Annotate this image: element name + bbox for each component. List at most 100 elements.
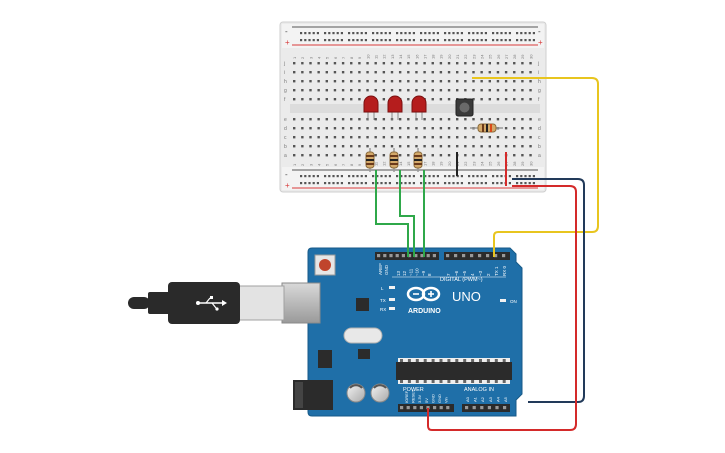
breadboard-hole[interactable] (407, 127, 410, 130)
rail-hole[interactable] (508, 32, 511, 35)
rail-hole[interactable] (300, 32, 303, 35)
breadboard-hole[interactable] (513, 62, 516, 65)
rail-hole[interactable] (376, 175, 379, 178)
rail-hole[interactable] (384, 39, 387, 42)
breadboard-hole[interactable] (374, 80, 377, 83)
header-hole[interactable] (480, 406, 484, 410)
rail-hole[interactable] (348, 32, 351, 35)
header-hole[interactable] (487, 406, 491, 410)
rail-hole[interactable] (384, 175, 387, 178)
green-wire-pin13[interactable] (375, 170, 409, 257)
breadboard-hole[interactable] (488, 71, 491, 74)
breadboard-hole[interactable] (301, 89, 304, 92)
rail-hole[interactable] (332, 175, 335, 178)
breadboard-hole[interactable] (366, 71, 369, 74)
breadboard-hole[interactable] (439, 62, 443, 65)
rail-hole[interactable] (372, 182, 375, 185)
pulldown-resistor[interactable] (470, 123, 503, 133)
rail-hole[interactable] (372, 32, 375, 35)
rail-hole[interactable] (316, 182, 319, 185)
rail-hole[interactable] (460, 175, 463, 178)
rail-hole[interactable] (404, 175, 407, 178)
rail-hole[interactable] (456, 32, 459, 35)
rail-hole[interactable] (492, 32, 495, 35)
rail-hole[interactable] (324, 32, 327, 35)
usb-cable[interactable] (128, 282, 321, 324)
breadboard-hole[interactable] (358, 80, 361, 83)
breadboard-hole[interactable] (472, 98, 475, 101)
rail-hole[interactable] (304, 32, 307, 35)
breadboard-hole[interactable] (390, 127, 394, 130)
breadboard-hole[interactable] (358, 136, 361, 139)
breadboard-hole[interactable] (447, 89, 451, 92)
breadboard-hole[interactable] (398, 118, 402, 121)
breadboard-hole[interactable] (358, 154, 361, 157)
breadboard-hole[interactable] (366, 89, 369, 92)
rail-hole[interactable] (528, 32, 531, 35)
breadboard-hole[interactable] (464, 136, 467, 139)
rail-hole[interactable] (336, 182, 339, 185)
breadboard-hole[interactable] (464, 118, 467, 121)
breadboard-hole[interactable] (496, 145, 500, 148)
breadboard-hole[interactable] (398, 127, 402, 130)
rail-hole[interactable] (484, 32, 487, 35)
breadboard-hole[interactable] (309, 145, 312, 148)
rail-hole[interactable] (532, 182, 535, 185)
rail-hole[interactable] (492, 182, 495, 185)
breadboard-hole[interactable] (325, 80, 328, 83)
breadboard-hole[interactable] (382, 145, 386, 148)
rail-hole[interactable] (380, 39, 383, 42)
breadboard-hole[interactable] (301, 127, 304, 130)
breadboard-hole[interactable] (398, 71, 402, 74)
rail-hole[interactable] (312, 39, 315, 42)
breadboard-hole[interactable] (439, 118, 443, 121)
rail-hole[interactable] (504, 39, 507, 42)
breadboard-hole[interactable] (325, 154, 328, 157)
breadboard-hole[interactable] (447, 80, 451, 83)
rail-hole[interactable] (516, 175, 519, 178)
rail-hole[interactable] (352, 39, 355, 42)
rail-hole[interactable] (376, 182, 379, 185)
rail-hole[interactable] (520, 182, 523, 185)
rail-hole[interactable] (456, 39, 459, 42)
breadboard-hole[interactable] (333, 154, 337, 157)
breadboard-hole[interactable] (431, 89, 434, 92)
breadboard-hole[interactable] (423, 136, 426, 139)
breadboard-hole[interactable] (480, 71, 483, 74)
breadboard-hole[interactable] (333, 127, 337, 130)
breadboard-hole[interactable] (439, 89, 443, 92)
breadboard-hole[interactable] (521, 80, 524, 83)
rail-hole[interactable] (400, 32, 403, 35)
rail-hole[interactable] (500, 32, 503, 35)
breadboard-hole[interactable] (431, 154, 434, 157)
rail-hole[interactable] (424, 175, 427, 178)
breadboard-hole[interactable] (333, 62, 337, 65)
breadboard-hole[interactable] (529, 71, 532, 74)
breadboard-hole[interactable] (529, 154, 532, 157)
breadboard-hole[interactable] (317, 62, 320, 65)
breadboard-hole[interactable] (464, 89, 467, 92)
breadboard-hole[interactable] (407, 62, 410, 65)
led-2[interactable] (387, 95, 403, 120)
breadboard-hole[interactable] (293, 136, 296, 139)
breadboard-hole[interactable] (504, 89, 508, 92)
breadboard-hole[interactable] (333, 145, 337, 148)
breadboard-hole[interactable] (504, 127, 508, 130)
breadboard-hole[interactable] (398, 89, 402, 92)
breadboard-hole[interactable] (496, 89, 500, 92)
breadboard-hole[interactable] (529, 80, 532, 83)
breadboard-hole[interactable] (390, 89, 394, 92)
resistor-1[interactable] (365, 148, 375, 172)
rail-hole[interactable] (356, 182, 359, 185)
breadboard-hole[interactable] (309, 98, 312, 101)
breadboard-hole[interactable] (374, 154, 377, 157)
breadboard-hole[interactable] (456, 62, 459, 65)
breadboard-hole[interactable] (293, 89, 296, 92)
breadboard-hole[interactable] (439, 98, 443, 101)
breadboard-hole[interactable] (341, 71, 345, 74)
header-hole[interactable] (426, 406, 430, 410)
breadboard-hole[interactable] (293, 154, 296, 157)
breadboard-hole[interactable] (513, 145, 516, 148)
rail-hole[interactable] (448, 39, 451, 42)
breadboard-hole[interactable] (341, 118, 345, 121)
